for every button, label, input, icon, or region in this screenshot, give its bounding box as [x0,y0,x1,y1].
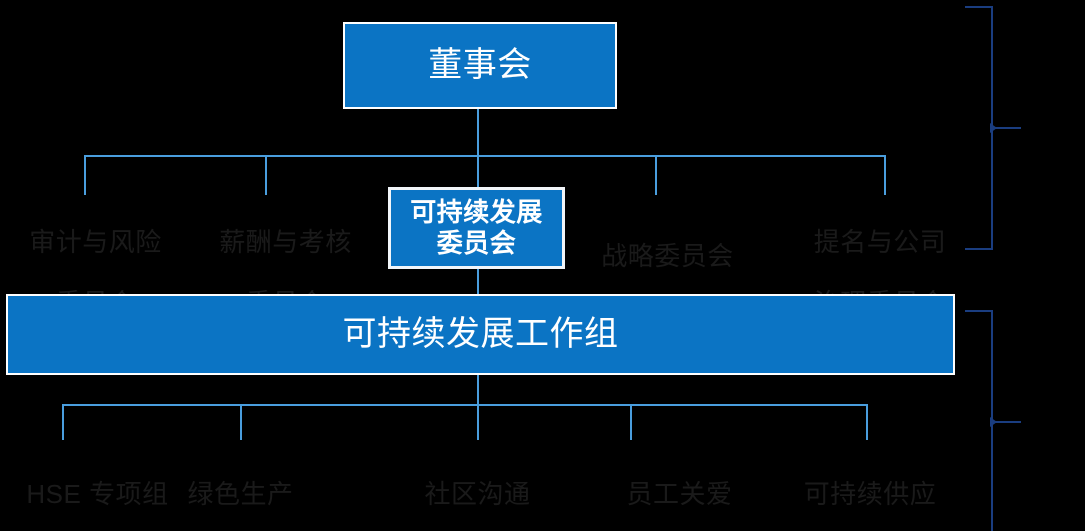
node-strategy-line1: 战略委员会 [601,240,734,271]
connector-workgroup-stem [477,375,479,405]
node-employee-care-task-force[interactable]: 员工关爱 专项组 [592,448,767,531]
connector-drop-remuneration [265,155,267,195]
node-hse-task-force[interactable]: HSE 专项组 [5,448,190,531]
bracket-board-level-arrow-icon [990,123,997,133]
bracket-workgroup-level-arrow-icon [990,417,997,427]
connector-drop-employee-care [630,404,632,440]
node-employee-care-line1: 员工关爱 [626,478,733,509]
connector-drop-strategy [655,155,657,195]
bracket-board-level [965,6,993,250]
connector-drop-green-production [240,404,242,440]
connector-drop-sustainability [477,155,479,188]
node-board-of-directors[interactable]: 董事会 [343,22,617,109]
connector-level3-bar [62,404,868,406]
node-supply-chain-task-force[interactable]: 可持续供应 链专项组 [780,448,960,531]
node-sustainability-line2: 委员会 [436,228,517,258]
node-community-line1: 社区沟通 [424,478,531,509]
connector-board-stem [477,109,479,156]
connector-drop-community [477,404,479,440]
connector-drop-audit-risk [84,155,86,195]
connector-sustainability-to-workgroup [477,269,479,295]
connector-drop-supply-chain [866,404,868,440]
node-supply-chain-line1: 可持续供应 [803,478,937,509]
node-audit-risk-line1: 审计与风险 [29,226,162,257]
node-sustainability-workgroup[interactable]: 可持续发展工作组 [6,294,955,375]
bracket-board-level-tick [993,127,1021,129]
node-nomination-line1: 提名与公司 [813,226,947,257]
connector-drop-nomination [884,155,886,195]
bracket-workgroup-level [965,310,993,531]
node-strategy-committee[interactable]: 战略委员会 [580,210,755,302]
node-green-production-line1: 绿色生产 [187,478,294,509]
bracket-workgroup-level-tick [993,421,1021,423]
connector-level1-bar [84,155,885,157]
node-sustainability-line1: 可持续发展 [410,197,543,228]
node-community-task-force[interactable]: 社区沟通 专项组 [390,448,565,531]
node-board-label: 董事会 [428,46,532,85]
node-green-production-task-force[interactable]: 绿色生产 专项组 [153,448,328,531]
node-remuneration-line1: 薪酬与考核 [219,226,352,257]
connector-drop-hse [62,404,64,440]
node-hse-line1: HSE 专项组 [26,478,169,509]
node-workgroup-label: 可持续发展工作组 [342,315,619,354]
node-sustainability-committee[interactable]: 可持续发展 委员会 [388,187,565,269]
